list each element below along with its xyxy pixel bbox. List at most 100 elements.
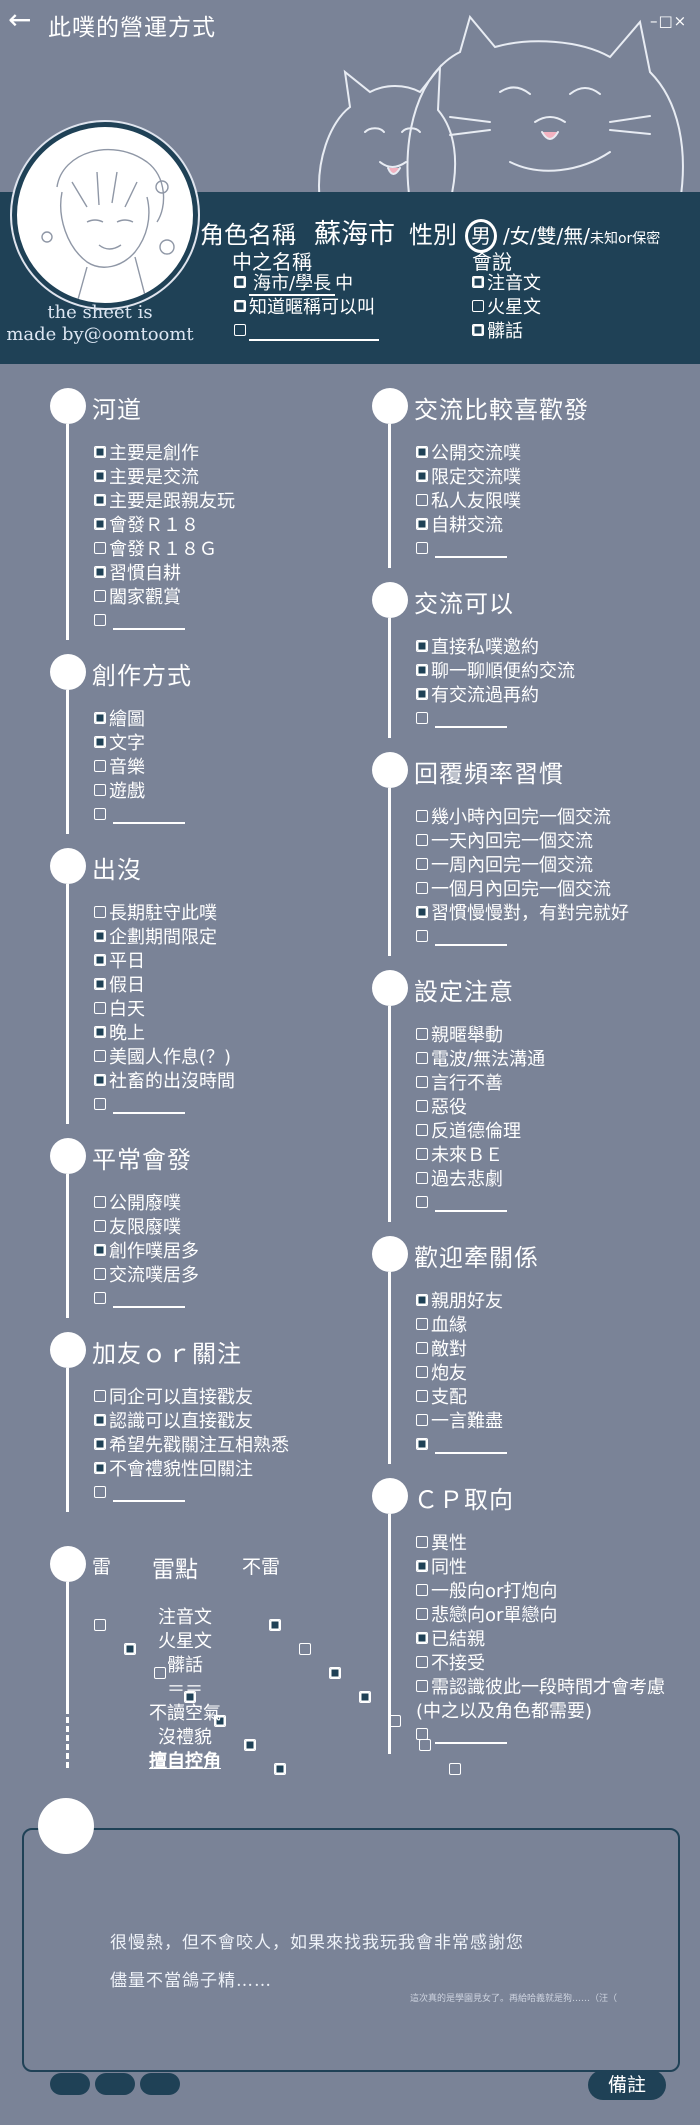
checkbox[interactable]	[94, 1462, 106, 1474]
checkbox[interactable]	[416, 1148, 428, 1160]
section-item[interactable]: 已結親	[416, 1628, 485, 1652]
section-item[interactable]: 認識可以直接戳友	[94, 1410, 253, 1434]
checkbox[interactable]	[416, 1172, 428, 1184]
checkbox[interactable]	[94, 978, 106, 990]
section-item[interactable]: 交流噗居多	[94, 1264, 199, 1288]
mine-checkbox[interactable]	[124, 1642, 136, 1655]
checkbox[interactable]	[94, 614, 106, 626]
checkbox[interactable]	[416, 688, 428, 700]
checkbox[interactable]	[472, 300, 484, 312]
checkbox[interactable]	[416, 930, 428, 942]
checkbox[interactable]	[416, 1560, 428, 1572]
blank-line[interactable]	[113, 1292, 185, 1308]
section-item[interactable]: 聊一聊順便約交流	[416, 660, 575, 684]
pill-tab-2[interactable]	[95, 2073, 135, 2095]
section-item[interactable]	[416, 1724, 507, 1748]
nickname-item[interactable]: 海市/學長中	[234, 272, 379, 296]
section-item[interactable]: 公開交流噗	[416, 442, 521, 466]
checkbox[interactable]	[94, 954, 106, 966]
ok-checkbox[interactable]	[389, 1714, 401, 1727]
section-item[interactable]: 限定交流噗	[416, 466, 521, 490]
section-item[interactable]: 平日	[94, 950, 145, 974]
section-item[interactable]	[94, 1288, 185, 1312]
checkbox[interactable]	[94, 542, 106, 554]
checkbox[interactable]	[94, 470, 106, 482]
section-item[interactable]: 希望先戳關注互相熟悉	[94, 1434, 289, 1458]
pill-tab-3[interactable]	[140, 2073, 180, 2095]
section-item[interactable]: 假日	[94, 974, 145, 998]
section-item[interactable]: 不會禮貌性回關注	[94, 1458, 253, 1482]
section-item[interactable]: 創作噗居多	[94, 1240, 199, 1264]
section-item[interactable]: 主要是跟親友玩	[94, 490, 235, 514]
section-item[interactable]: 有交流過再約	[416, 684, 539, 708]
checkbox[interactable]	[416, 1680, 428, 1692]
section-item[interactable]: 主要是創作	[94, 442, 199, 466]
section-item[interactable]: 一周內回完一個交流	[416, 854, 593, 878]
section-item[interactable]: 會發Ｒ１８Ｇ	[94, 538, 217, 562]
checkbox[interactable]	[472, 324, 484, 336]
section-item[interactable]	[94, 804, 185, 828]
ok-checkbox[interactable]	[269, 1618, 281, 1631]
section-item[interactable]: 一般向or打炮向	[416, 1580, 557, 1604]
back-arrow-icon[interactable]: ←	[8, 3, 32, 36]
language-item[interactable]: 注音文	[472, 272, 541, 296]
checkbox[interactable]	[94, 1098, 106, 1110]
checkbox[interactable]	[416, 1076, 428, 1088]
section-item[interactable]: 主要是交流	[94, 466, 199, 490]
section-item[interactable]: 友限廢噗	[94, 1216, 181, 1240]
section-item[interactable]: 白天	[94, 998, 145, 1022]
language-item[interactable]: 火星文	[472, 296, 541, 320]
checkbox[interactable]	[94, 1390, 106, 1402]
section-item[interactable]: 血緣	[416, 1314, 467, 1338]
section-item[interactable]: 長期駐守此噗	[94, 902, 217, 926]
section-item[interactable]	[94, 610, 185, 634]
checkbox[interactable]	[94, 906, 106, 918]
checkbox[interactable]	[416, 470, 428, 482]
language-item[interactable]: 髒話	[472, 320, 541, 344]
checkbox[interactable]	[416, 1632, 428, 1644]
ok-checkbox[interactable]	[329, 1666, 341, 1679]
blank-line[interactable]	[435, 1438, 507, 1454]
checkbox[interactable]	[234, 324, 246, 336]
checkbox[interactable]	[234, 300, 246, 312]
checkbox[interactable]	[94, 518, 106, 530]
checkbox[interactable]	[416, 518, 428, 530]
section-item[interactable]	[94, 1094, 185, 1118]
checkbox[interactable]	[94, 1220, 106, 1232]
mine-checkbox[interactable]	[154, 1666, 166, 1679]
checkbox[interactable]	[416, 1052, 428, 1064]
section-item[interactable]	[416, 708, 507, 732]
section-item[interactable]: 支配	[416, 1386, 467, 1410]
checkbox[interactable]	[416, 1028, 428, 1040]
window-controls[interactable]: –□×	[650, 12, 688, 30]
mine-checkbox[interactable]	[184, 1690, 196, 1703]
section-item[interactable]	[416, 1192, 507, 1216]
checkbox[interactable]	[94, 712, 106, 724]
checkbox[interactable]	[416, 858, 428, 870]
checkbox[interactable]	[416, 1414, 428, 1426]
checkbox[interactable]	[416, 1342, 428, 1354]
section-item[interactable]: 未來ＢＥ	[416, 1144, 503, 1168]
gender-unknown[interactable]: 未知or保密	[589, 231, 661, 247]
checkbox[interactable]	[416, 810, 428, 822]
checkbox[interactable]	[472, 276, 484, 288]
checkbox[interactable]	[94, 736, 106, 748]
section-item[interactable]: 炮友	[416, 1362, 467, 1386]
blank-line[interactable]	[113, 1486, 185, 1502]
nickname-item[interactable]: 知道暱稱可以叫	[234, 296, 379, 320]
ok-checkbox[interactable]	[299, 1642, 311, 1655]
section-item[interactable]: 音樂	[94, 756, 145, 780]
section-item[interactable]: 公開廢噗	[94, 1192, 181, 1216]
checkbox[interactable]	[94, 494, 106, 506]
checkbox[interactable]	[94, 1074, 106, 1086]
section-item[interactable]: 言行不善	[416, 1072, 503, 1096]
checkbox[interactable]	[416, 446, 428, 458]
ok-checkbox[interactable]	[359, 1690, 371, 1703]
section-item[interactable]: 晚上	[94, 1022, 145, 1046]
checkbox[interactable]	[416, 1366, 428, 1378]
checkbox[interactable]	[94, 930, 106, 942]
section-item[interactable]	[94, 1482, 185, 1506]
section-item[interactable]: 異性	[416, 1532, 467, 1556]
checkbox[interactable]	[94, 1026, 106, 1038]
blank-line[interactable]	[435, 712, 507, 728]
